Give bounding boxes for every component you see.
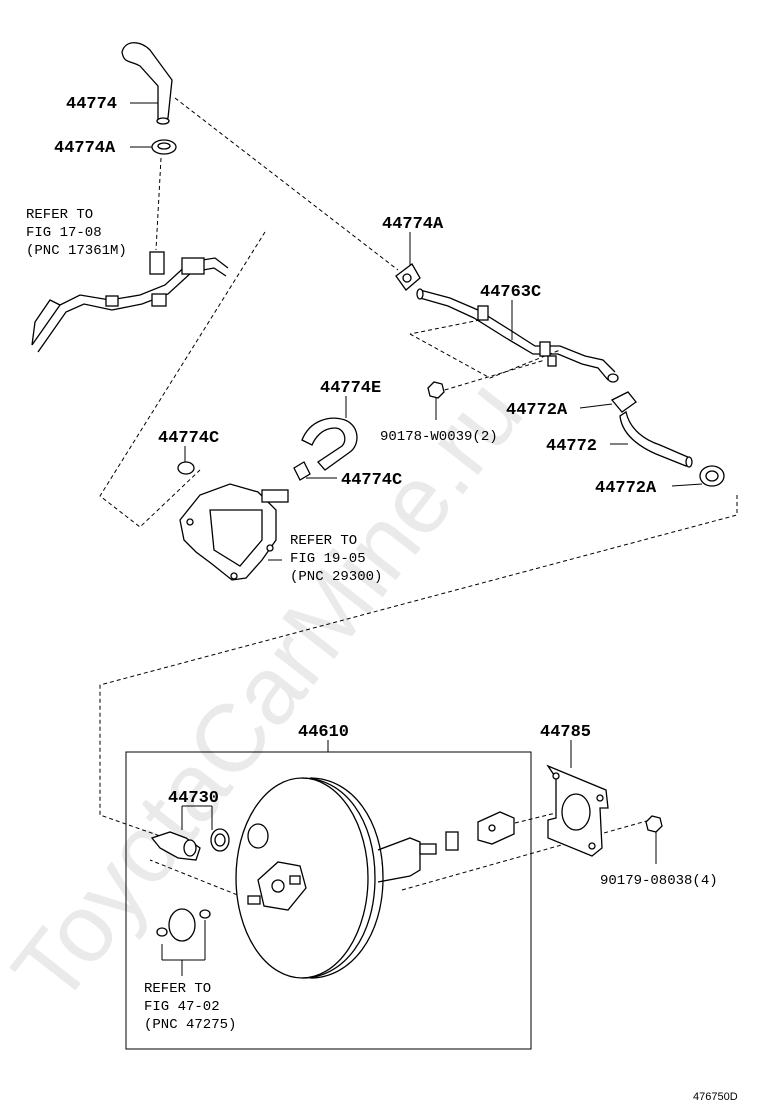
- ref-fig17-line2: FIG 17-08: [26, 225, 102, 241]
- clamp-44774C-right: [293, 461, 311, 481]
- ref-fig19-line3: (PNC 29300): [290, 569, 382, 585]
- o-ring-group: [156, 908, 211, 942]
- ref-fig17-line3: (PNC 17361M): [26, 243, 127, 259]
- clamp-44772A-upper: [610, 391, 637, 413]
- ref-note-fig19: REFER TO FIG 19-05 (PNC 29300): [290, 533, 382, 585]
- ref-fig19-line1: REFER TO: [290, 533, 357, 549]
- brake-booster-44610: [235, 777, 437, 979]
- gasket-44785: [546, 764, 609, 857]
- label-44774: 44774: [66, 95, 117, 114]
- ref-fig17-line1: REFER TO: [26, 207, 93, 223]
- hose-44772: [619, 410, 693, 468]
- label-44785: 44785: [540, 723, 591, 742]
- label-44774A-top: 44774A: [54, 139, 116, 158]
- ref-note-fig47: REFER TO FIG 47-02 (PNC 47275): [144, 981, 236, 1033]
- hose-44774: [121, 42, 173, 125]
- hose-44774E: [301, 417, 358, 471]
- ref-fig19-line2: FIG 19-05: [290, 551, 366, 567]
- leader-lines: [130, 102, 703, 976]
- label-90179: 90179-08038(4): [600, 873, 718, 889]
- booster-fittings: [445, 811, 515, 851]
- nut-90178: [427, 381, 445, 399]
- label-44772: 44772: [546, 437, 597, 456]
- ref-note-fig17: REFER TO FIG 17-08 (PNC 17361M): [26, 207, 127, 259]
- vacuum-pipe-assembly: [31, 251, 229, 353]
- check-valve-44730: [150, 828, 230, 861]
- clamp-44774A-right: [395, 263, 421, 291]
- label-44774E: 44774E: [320, 379, 381, 398]
- figure-id: 476750D: [693, 1091, 738, 1103]
- label-44774A-right: 44774A: [382, 215, 444, 234]
- clamp-44772A-lower: [699, 465, 725, 487]
- ref-fig47-line3: (PNC 47275): [144, 1017, 236, 1033]
- clamp-44774C-left: [177, 461, 195, 475]
- pipe-44763C: [416, 288, 619, 383]
- label-44763C: 44763C: [480, 283, 541, 302]
- label-90178: 90178-W0039(2): [380, 429, 498, 445]
- label-44774C-right: 44774C: [341, 471, 402, 490]
- label-44610: 44610: [298, 723, 349, 742]
- label-44772A-lower: 44772A: [595, 479, 657, 498]
- label-44772A-upper: 44772A: [506, 401, 568, 420]
- label-44774C-left: 44774C: [158, 429, 219, 448]
- dashed-connectors: [99, 97, 738, 901]
- vacuum-pump: [179, 483, 289, 581]
- nut-90179: [645, 815, 663, 833]
- clamp-44774A-top: [151, 139, 177, 155]
- label-44730: 44730: [168, 789, 219, 808]
- ref-fig47-line1: REFER TO: [144, 981, 211, 997]
- ref-fig47-line2: FIG 47-02: [144, 999, 220, 1015]
